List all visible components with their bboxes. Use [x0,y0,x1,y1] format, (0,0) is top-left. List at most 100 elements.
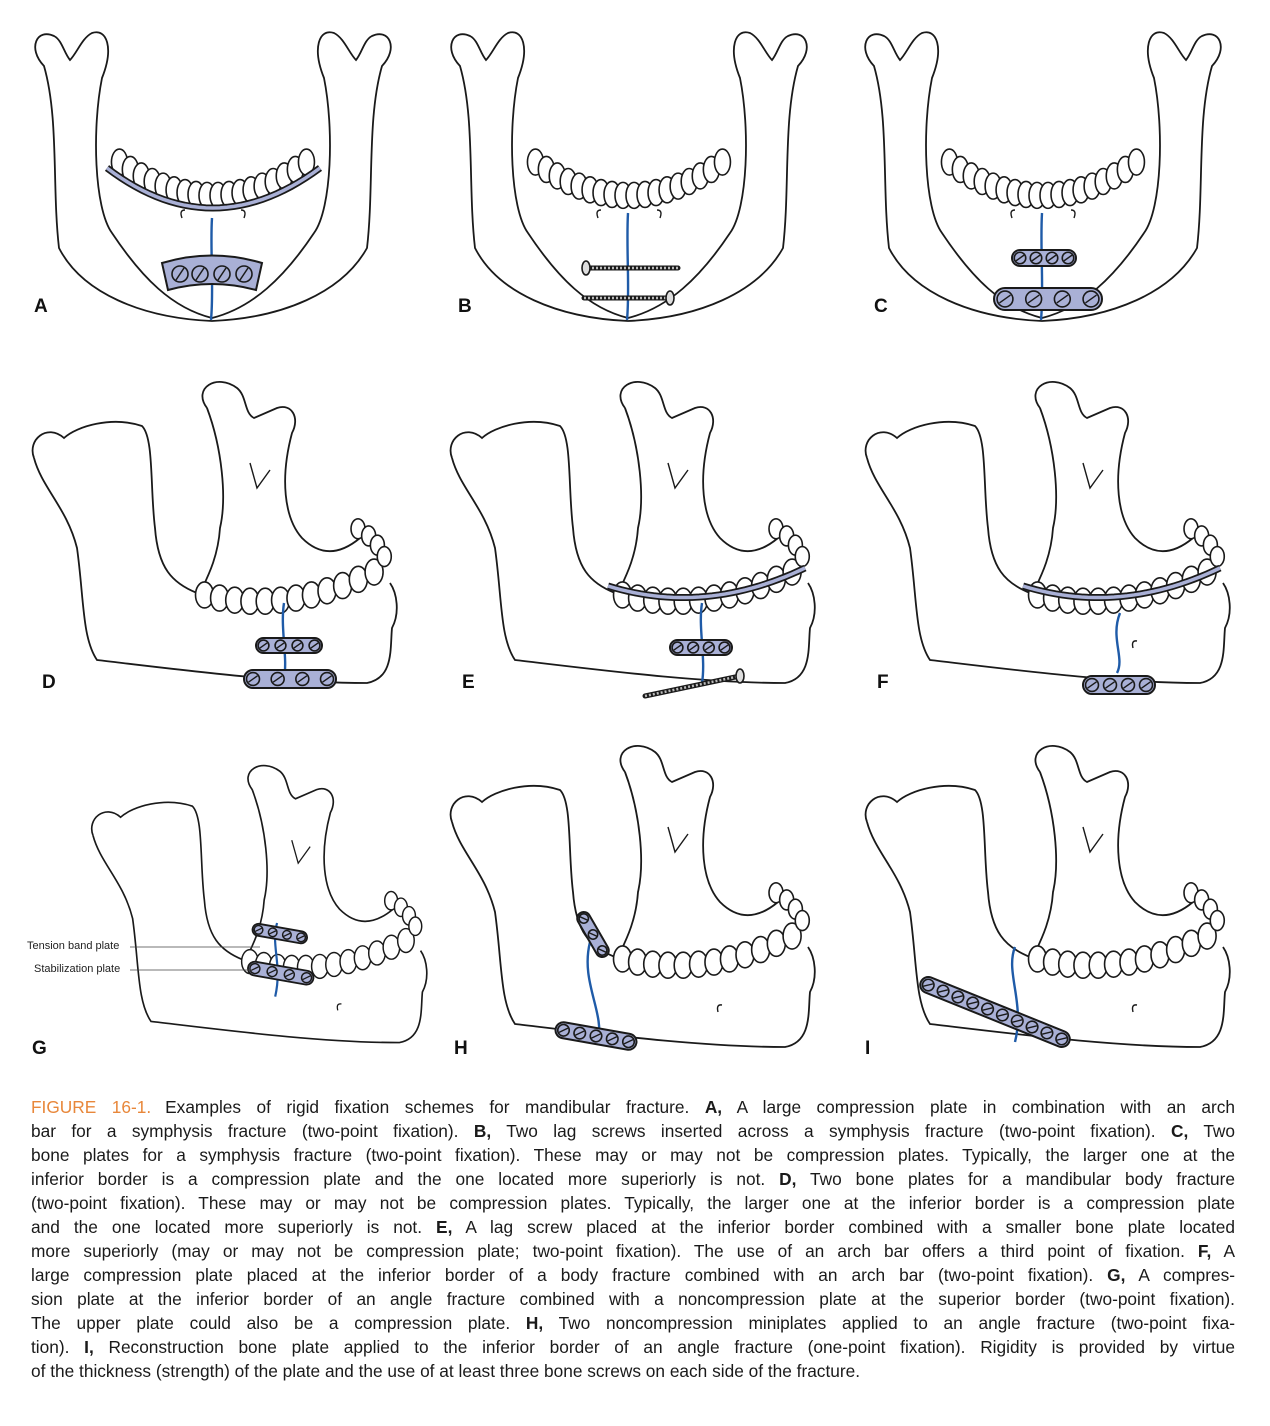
inferior-compression-plate [993,287,1103,311]
mandible-near-ramus [199,381,361,594]
superior-plate [669,639,733,656]
caption-text: A [1211,1241,1235,1261]
panel-label: D [42,672,56,693]
inferior-miniplate [554,1021,638,1051]
caption-text: Examples of rigid fixation schemes for m… [165,1097,705,1117]
panel-reference: G, [1107,1265,1126,1285]
tooth [794,545,811,568]
panel-e: E [440,378,840,718]
mandible-outline [866,457,1231,684]
tooth [408,916,423,937]
caption-text: A lag screw placed at the inferior borde… [452,1217,1235,1237]
caption-text: more superiorly (may or may not be compr… [31,1241,1198,1261]
tooth [364,558,384,586]
mandible-far-ramus [31,421,198,594]
tooth [782,922,802,950]
caption-line: tion). I, Reconstruction bone plate appl… [31,1335,1235,1359]
compression-plate [160,254,264,292]
caption-text: large compression plate placed at the in… [31,1265,1108,1285]
mandible-far-ramus [864,785,1031,958]
caption-text: The upper plate could also be a compress… [31,1313,526,1333]
panel-label: C [874,296,888,317]
caption-text: inferior border is a compression plate a… [31,1169,780,1189]
panel-label: E [462,672,475,693]
mandible-outline [450,31,808,322]
panel-reference: D, [779,1169,797,1189]
mandible-near-ramus [1032,381,1194,594]
caption-line: large compression plate placed at the in… [31,1263,1235,1287]
reconstruction-plate [919,976,1071,1048]
mandible-near-ramus [617,381,779,594]
mandible-outline [34,31,392,322]
panel-label: F [877,672,889,693]
panel-h: H [440,742,840,1082]
caption-text: Two [1188,1121,1236,1141]
tooth [713,148,732,176]
inferior-compression-plate [1082,675,1156,695]
caption-line: FIGURE 16-1. Examples of rigid fixation s… [31,1095,1235,1119]
caption-line: sion plate at the inferior border of an … [31,1287,1235,1311]
caption-line: (two-point fixation). These may or may n… [31,1191,1235,1215]
mandible-far-ramus [90,801,244,961]
tooth [1209,909,1226,932]
caption-text: A compres- [1125,1265,1235,1285]
tooth [1127,148,1146,176]
panel-label: G [32,1038,47,1059]
mandible-far-ramus [864,421,1031,594]
panel-reference: I, [84,1337,94,1357]
tooth [376,545,393,568]
mandible-illustration [450,31,808,322]
mandible-illustration [864,31,1222,322]
panel-f: F [855,378,1255,718]
superior-plate [1011,249,1077,267]
mandible-illustration [31,381,398,689]
caption-line: and the one located more superiorly is n… [31,1215,1235,1239]
panel-b: B [438,18,838,358]
tooth [396,927,415,954]
inferior-compression-plate [243,669,337,689]
tooth [794,909,811,932]
mandible-outline [33,457,398,684]
mandible-illustration [90,764,428,1044]
panel-label: A [34,296,48,317]
stabilization-plate-label: Stabilization plate [34,963,121,975]
caption-text: A large compression plate in combination… [722,1097,1236,1117]
caption-text: Reconstruction bone plate applied to the… [93,1337,1235,1357]
caption-line: inferior border is a compression plate a… [31,1167,1235,1191]
panel-label: H [454,1038,468,1059]
panel-d: D [22,378,422,718]
tension-band-plate [251,922,308,945]
figure-number: FIGURE 16-1. [31,1097,152,1117]
mandible-illustration [864,745,1231,1048]
mandible-outline [451,457,816,684]
caption-line: bar for a symphysis fracture (two-point … [31,1119,1235,1143]
panel-c: C [852,18,1252,358]
tooth [1197,922,1217,950]
tooth [1209,545,1226,568]
mandible-illustration [449,745,816,1051]
figure-caption: FIGURE 16-1. Examples of rigid fixation s… [31,1095,1235,1383]
mandible-near-ramus [617,745,779,958]
panel-reference: C, [1170,1121,1189,1141]
mandible-illustration [34,31,392,322]
caption-text: Two bone plates for a mandibular body fr… [796,1169,1235,1189]
caption-text: sion plate at the inferior border of an … [31,1289,1235,1309]
mandible-near-ramus [245,764,394,961]
panel-label: B [458,296,472,317]
caption-line: of the thickness (strength) of the plate… [31,1359,1235,1383]
stabilization-plate [247,960,315,986]
mandible-outline [451,821,816,1048]
panel-reference: H, [525,1313,544,1333]
panel-reference: E, [436,1217,453,1237]
panel-reference: B, [473,1121,492,1141]
panel-label: I [865,1038,871,1059]
fracture-line [1115,612,1122,674]
caption-text: bar for a symphysis fracture (two-point … [31,1121,474,1141]
panel-reference: F, [1197,1241,1212,1261]
superior-miniplate [576,910,610,959]
mandible-illustration [864,381,1231,695]
caption-line: bone plates for a symphysis fracture (tw… [31,1143,1235,1167]
caption-text: tion). [31,1337,85,1357]
mandible-illustration [449,381,816,699]
